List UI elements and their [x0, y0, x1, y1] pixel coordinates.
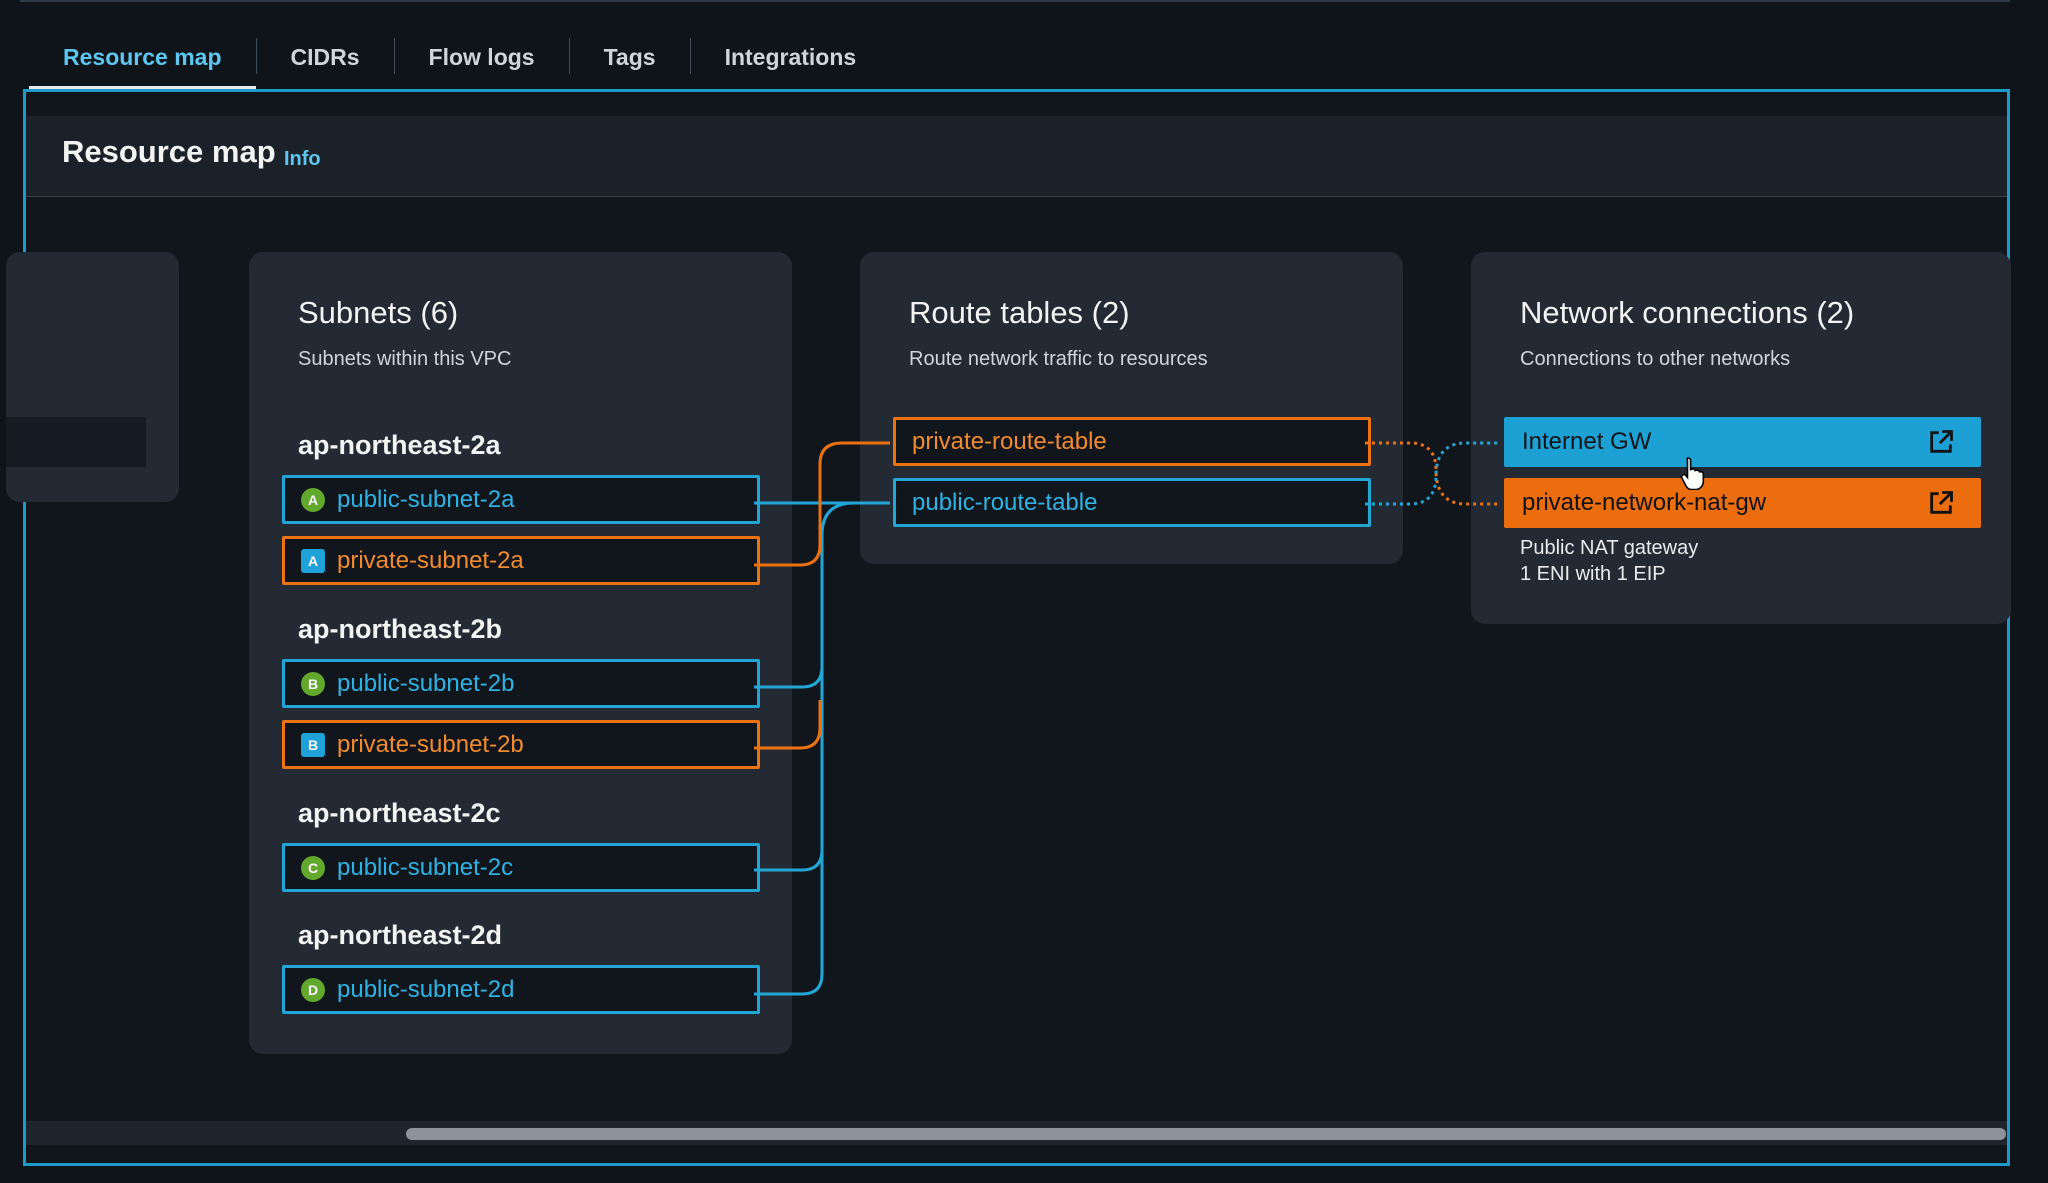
az-badge: A — [301, 488, 325, 512]
vpc-node[interactable] — [6, 417, 146, 467]
nat-gateway-description: Public NAT gateway 1 ENI with 1 EIP — [1520, 535, 1698, 587]
zone-label: ap-northeast-2b — [298, 614, 502, 645]
zone-label: ap-northeast-2c — [298, 798, 501, 829]
subnet-label: public-subnet-2c — [337, 854, 513, 882]
route-tables-card: Route tables (2) Route network traffic t… — [860, 252, 1403, 564]
info-link[interactable]: Info — [284, 148, 321, 171]
panel-title: Resource map — [62, 134, 276, 170]
subnet-label: private-subnet-2b — [337, 731, 524, 759]
top-divider — [20, 0, 2010, 2]
az-badge: B — [301, 672, 325, 696]
resource-map-panel: Resource map Info Subnets (6) Subnets wi… — [23, 89, 2010, 1166]
vpc-card — [6, 252, 179, 502]
subnet-node[interactable]: B public-subnet-2b — [282, 659, 760, 708]
subnet-node[interactable]: A private-subnet-2a — [282, 536, 760, 585]
subnet-label: public-subnet-2b — [337, 670, 514, 698]
network-connections-subtitle: Connections to other networks — [1520, 348, 1790, 371]
tab-cidrs[interactable]: CIDRs — [257, 28, 394, 86]
route-table-node[interactable]: public-route-table — [893, 478, 1371, 527]
subnet-label: public-subnet-2a — [337, 486, 514, 514]
connection-label: Internet GW — [1522, 428, 1927, 456]
route-table-label: public-route-table — [912, 489, 1097, 517]
az-badge: D — [301, 978, 325, 1002]
tab-integrations[interactable]: Integrations — [691, 28, 891, 86]
az-badge: C — [301, 856, 325, 880]
connection-label: private-network-nat-gw — [1522, 489, 1927, 517]
panel-bottom — [26, 1145, 2007, 1163]
subnet-node[interactable]: D public-subnet-2d — [282, 965, 760, 1014]
network-connections-title: Network connections (2) — [1520, 295, 1854, 331]
subnets-title: Subnets (6) — [298, 295, 458, 331]
external-link-icon[interactable] — [1927, 428, 1955, 456]
az-badge: A — [301, 549, 325, 573]
hand-cursor-icon — [1680, 456, 1708, 490]
subnet-node[interactable]: C public-subnet-2c — [282, 843, 760, 892]
az-badge: B — [301, 733, 325, 757]
route-table-node[interactable]: private-route-table — [893, 417, 1371, 466]
subnet-node[interactable]: A public-subnet-2a — [282, 475, 760, 524]
network-connections-card: Network connections (2) Connections to o… — [1471, 252, 2011, 624]
scrollbar-thumb[interactable] — [406, 1128, 2006, 1140]
route-tables-subtitle: Route network traffic to resources — [909, 348, 1208, 371]
internet-gateway-node[interactable]: Internet GW — [1504, 417, 1981, 467]
panel-header: Resource map Info — [26, 116, 2007, 197]
tab-resource-map[interactable]: Resource map — [29, 28, 256, 86]
subnet-node[interactable]: B private-subnet-2b — [282, 720, 760, 769]
horizontal-scrollbar[interactable] — [26, 1121, 2007, 1145]
subnets-card: Subnets (6) Subnets within this VPC ap-n… — [249, 252, 792, 1054]
zone-label: ap-northeast-2a — [298, 430, 501, 461]
nat-type: Public NAT gateway — [1520, 535, 1698, 561]
zone-label: ap-northeast-2d — [298, 920, 502, 951]
tab-bar: Resource map CIDRs Flow logs Tags Integr… — [29, 28, 890, 92]
nat-gateway-node[interactable]: private-network-nat-gw — [1504, 478, 1981, 528]
tab-tags[interactable]: Tags — [570, 28, 690, 86]
subnet-label: public-subnet-2d — [337, 976, 514, 1004]
subnet-label: private-subnet-2a — [337, 547, 524, 575]
nat-eni-info: 1 ENI with 1 EIP — [1520, 561, 1698, 587]
tab-flow-logs[interactable]: Flow logs — [395, 28, 569, 86]
route-table-label: private-route-table — [912, 428, 1107, 456]
route-tables-title: Route tables (2) — [909, 295, 1130, 331]
external-link-icon[interactable] — [1927, 489, 1955, 517]
subnets-subtitle: Subnets within this VPC — [298, 348, 511, 371]
